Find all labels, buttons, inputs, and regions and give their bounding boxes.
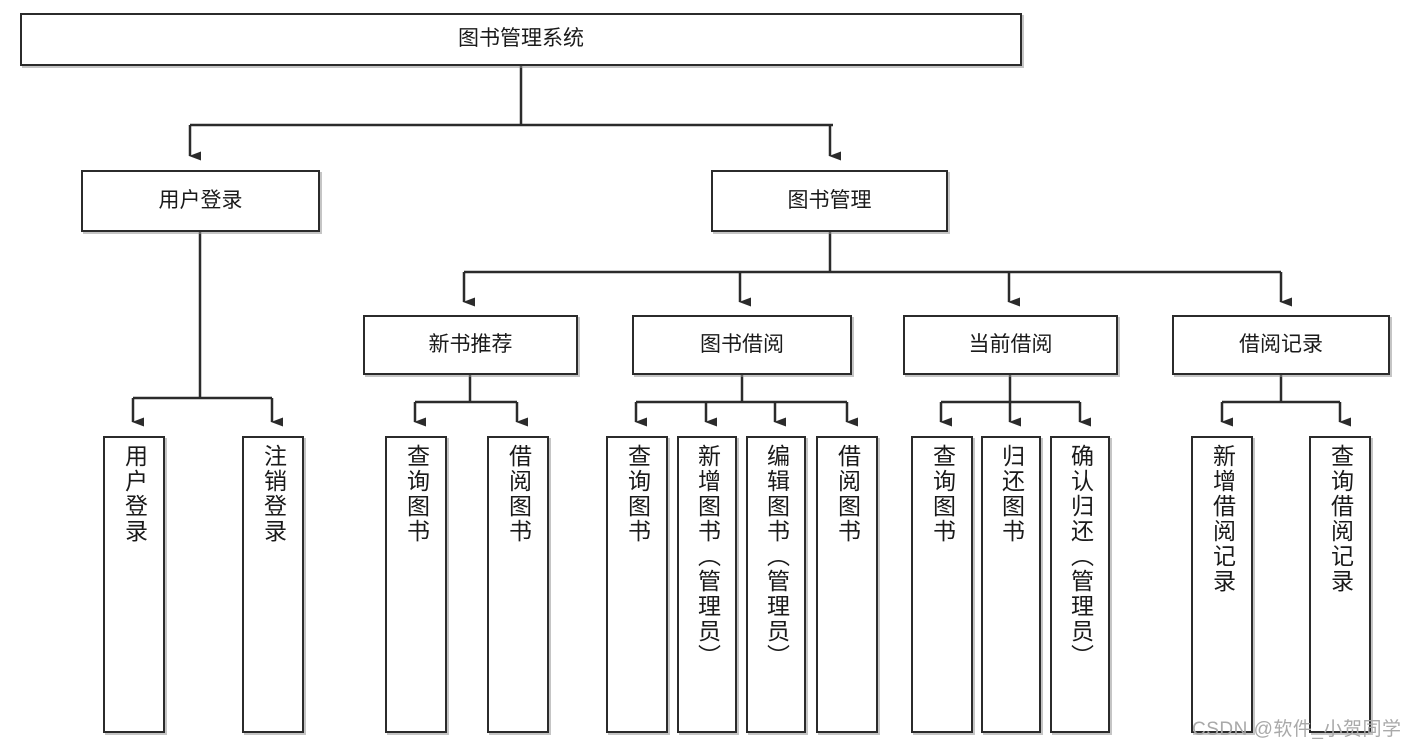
csdn-watermark: CSDN @软件_小贺同学 xyxy=(1192,719,1402,740)
node-current-borrow[interactable]: 当前借阅 xyxy=(903,315,1118,375)
leaf-current-confirm[interactable]: 确认归还（管理员） xyxy=(1050,436,1110,733)
node-book-borrow-label: 图书借阅 xyxy=(700,332,784,356)
leaf-logout-label: 注销登录 xyxy=(260,444,287,544)
node-new-book-recommend-label: 新书推荐 xyxy=(428,332,513,356)
leaf-current-query-label: 查询图书 xyxy=(929,444,956,544)
leaf-borrow-add-label: 新增图书（管理员） xyxy=(694,444,721,669)
node-borrow-record[interactable]: 借阅记录 xyxy=(1172,315,1390,375)
leaf-newbook-borrow-label: 借阅图书 xyxy=(505,444,532,544)
leaf-record-add-label: 新增借阅记录 xyxy=(1209,444,1236,594)
leaf-borrow-lend[interactable]: 借阅图书 xyxy=(816,436,878,733)
leaf-record-query-label: 查询借阅记录 xyxy=(1327,444,1354,594)
leaf-current-return[interactable]: 归还图书 xyxy=(981,436,1041,733)
node-root-label: 图书管理系统 xyxy=(458,27,584,51)
leaf-borrow-add[interactable]: 新增图书（管理员） xyxy=(677,436,737,733)
leaf-newbook-query[interactable]: 查询图书 xyxy=(385,436,447,733)
leaf-borrow-edit-label: 编辑图书（管理员） xyxy=(763,444,790,669)
leaf-user-login[interactable]: 用户登录 xyxy=(103,436,165,733)
node-user-login[interactable]: 用户登录 xyxy=(81,170,320,232)
leaf-newbook-query-label: 查询图书 xyxy=(403,444,430,544)
leaf-borrow-lend-label: 借阅图书 xyxy=(834,444,861,544)
leaf-newbook-borrow[interactable]: 借阅图书 xyxy=(487,436,549,733)
node-book-borrow[interactable]: 图书借阅 xyxy=(632,315,852,375)
node-new-book-recommend[interactable]: 新书推荐 xyxy=(363,315,578,375)
leaf-record-add[interactable]: 新增借阅记录 xyxy=(1191,436,1253,733)
node-user-login-label: 用户登录 xyxy=(158,188,243,212)
leaf-current-return-label: 归还图书 xyxy=(998,444,1025,544)
leaf-borrow-query-label: 查询图书 xyxy=(624,444,651,544)
node-current-borrow-label: 当前借阅 xyxy=(968,332,1053,356)
leaf-user-login-label: 用户登录 xyxy=(121,444,148,544)
node-root[interactable]: 图书管理系统 xyxy=(20,13,1022,66)
leaf-logout[interactable]: 注销登录 xyxy=(242,436,304,733)
leaf-record-query[interactable]: 查询借阅记录 xyxy=(1309,436,1371,733)
leaf-current-query[interactable]: 查询图书 xyxy=(911,436,973,733)
leaf-borrow-query[interactable]: 查询图书 xyxy=(606,436,668,733)
leaf-current-confirm-label: 确认归还（管理员） xyxy=(1067,444,1094,669)
node-book-management[interactable]: 图书管理 xyxy=(711,170,948,232)
leaf-borrow-edit[interactable]: 编辑图书（管理员） xyxy=(746,436,806,733)
node-book-management-label: 图书管理 xyxy=(787,188,872,212)
node-borrow-record-label: 借阅记录 xyxy=(1239,332,1323,356)
